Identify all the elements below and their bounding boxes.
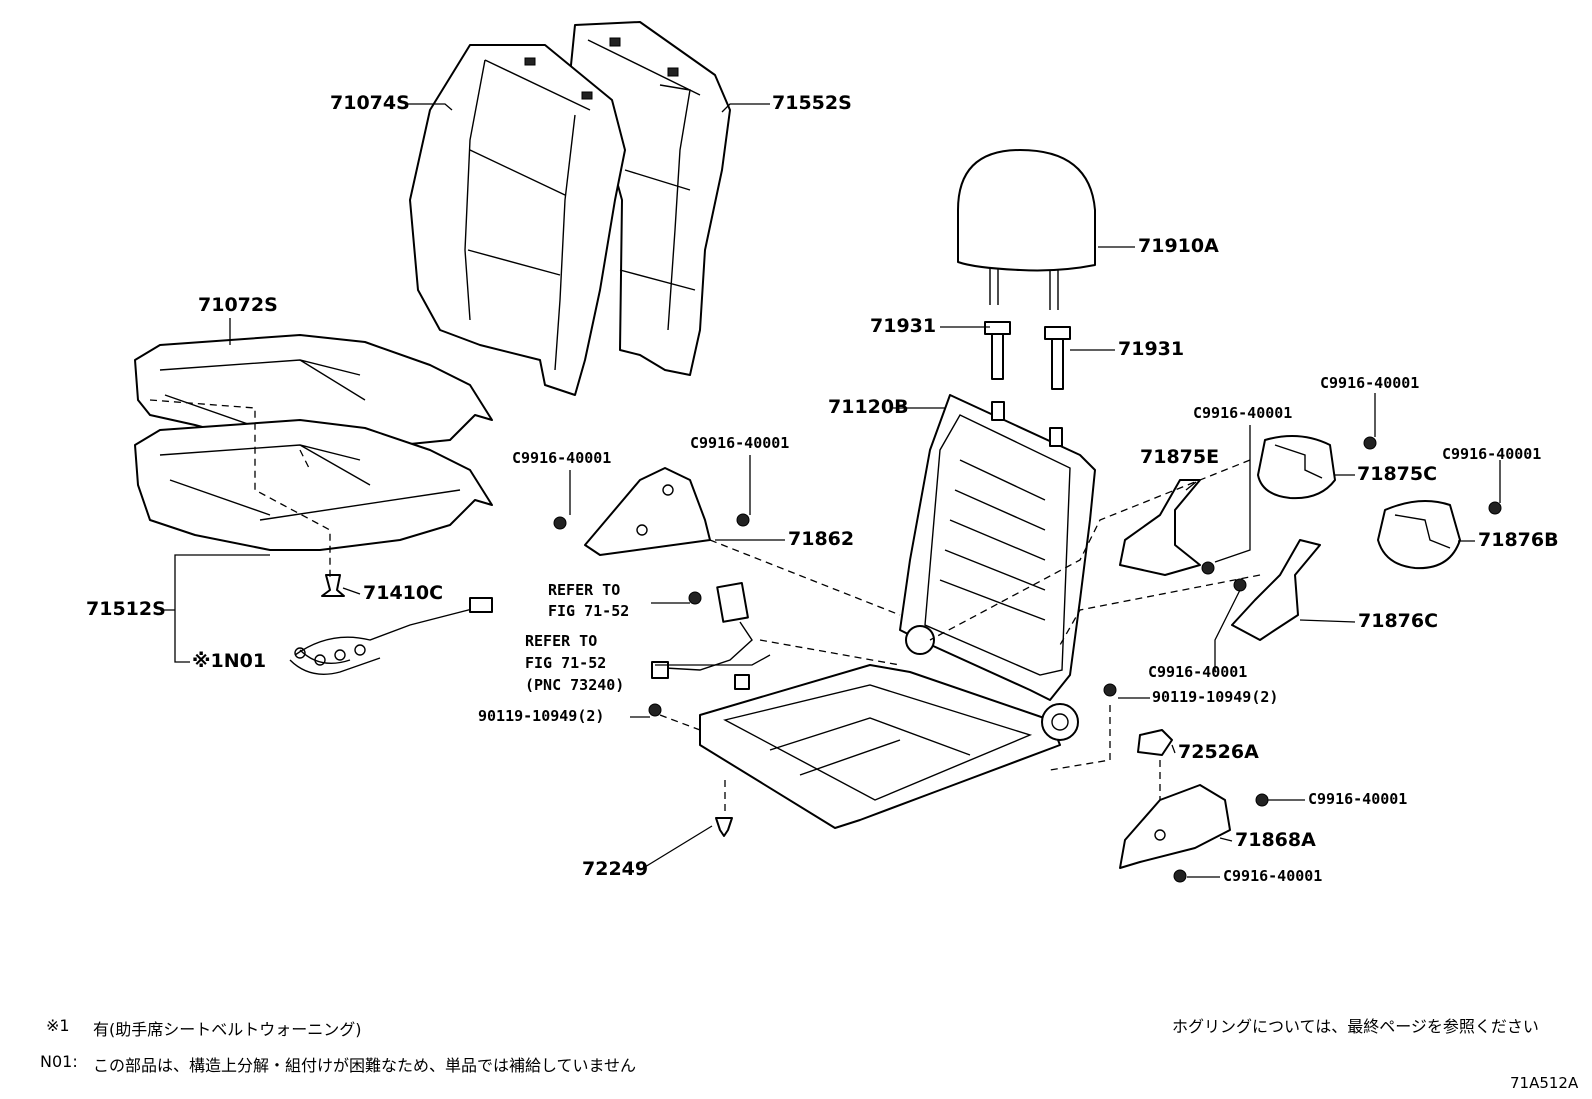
seatback-frame — [899, 394, 1096, 701]
label-71868A: 71868A — [1235, 829, 1316, 851]
label-71074S: 71074S — [330, 92, 410, 114]
refer2-line1: REFER TO — [525, 632, 598, 650]
assembly-lines — [149, 399, 1261, 815]
label-bolt-left: 90119-10949(2) — [478, 707, 605, 725]
seatback-cover-front — [409, 44, 626, 396]
label-c9916-top-right: C9916-40001 — [1320, 374, 1420, 392]
label-c9916-far-right: C9916-40001 — [1442, 445, 1542, 463]
side-bracket-71862 — [584, 467, 711, 556]
fasteners — [553, 436, 1502, 883]
label-71931-right: 71931 — [1118, 338, 1185, 360]
label-71876C: 71876C — [1358, 610, 1439, 632]
clip-72249 — [715, 817, 733, 837]
label-71876B: 71876B — [1478, 529, 1559, 551]
label-71072S: 71072S — [198, 294, 278, 316]
hinge-cover-71875E — [1119, 479, 1201, 576]
label-71875C: 71875C — [1357, 463, 1438, 485]
occupant-sensor-harness — [289, 597, 493, 675]
label-c9916-under-71876c: C9916-40001 — [1148, 663, 1248, 681]
note1-text: 有(助手席シートベルトウォーニング) — [93, 1020, 362, 1039]
label-71410C: 71410C — [363, 582, 444, 604]
cushion-pad — [134, 419, 493, 551]
shield-71868A — [1119, 784, 1231, 869]
label-71120B: 71120B — [828, 396, 909, 418]
label-71931-left: 71931 — [870, 315, 937, 337]
recliner-cover-71876B — [1377, 500, 1461, 570]
leader-lines — [160, 103, 1501, 878]
label-71910A: 71910A — [1138, 235, 1219, 257]
label-c9916-mid-right: C9916-40001 — [1193, 404, 1293, 422]
label-71862: 71862 — [788, 528, 855, 550]
refer2-line2: FIG 71-52 — [525, 654, 607, 672]
label-c9916-left-bracket: C9916-40001 — [512, 449, 612, 467]
seatbelt-buckle — [651, 582, 753, 690]
headrest-guide-left — [984, 321, 1011, 380]
label-1N01: ※1N01 — [192, 650, 267, 672]
cushion-cover — [134, 334, 493, 451]
label-c9916-71862: C9916-40001 — [690, 434, 790, 452]
note1-mark: ※1 — [46, 1016, 70, 1035]
label-72249: 72249 — [582, 858, 649, 880]
hinge-cover-71876C — [1231, 539, 1321, 641]
refer1-line2: FIG 71-52 — [548, 602, 630, 620]
label-71512S: 71512S — [86, 598, 166, 620]
hog-ring-note: ホグリングについては、最終ページを参照ください — [1172, 1017, 1539, 1036]
headrest — [957, 149, 1096, 310]
label-71875E: 71875E — [1140, 446, 1220, 468]
headrest-guide-right — [1044, 326, 1071, 390]
label-c9916-71868a-bottom: C9916-40001 — [1223, 867, 1323, 885]
label-bolt-right: 90119-10949(2) — [1152, 688, 1279, 706]
recliner-cover-71875C — [1257, 435, 1336, 500]
label-72526A: 72526A — [1178, 741, 1259, 763]
clip-71410C — [321, 574, 345, 597]
cushion-frame — [699, 664, 1079, 829]
label-c9916-71868a-top: C9916-40001 — [1308, 790, 1408, 808]
diagram-id: 71A512A — [1510, 1074, 1579, 1092]
note2-text: この部品は、構造上分解・組付けが困難なため、単品では補給していません — [93, 1056, 637, 1075]
refer1-line1: REFER TO — [548, 581, 621, 599]
cover-72526A — [1137, 729, 1173, 756]
note2-mark: N01: — [40, 1052, 78, 1071]
label-71552S: 71552S — [772, 92, 852, 114]
refer2-line3: (PNC 73240) — [525, 676, 625, 694]
